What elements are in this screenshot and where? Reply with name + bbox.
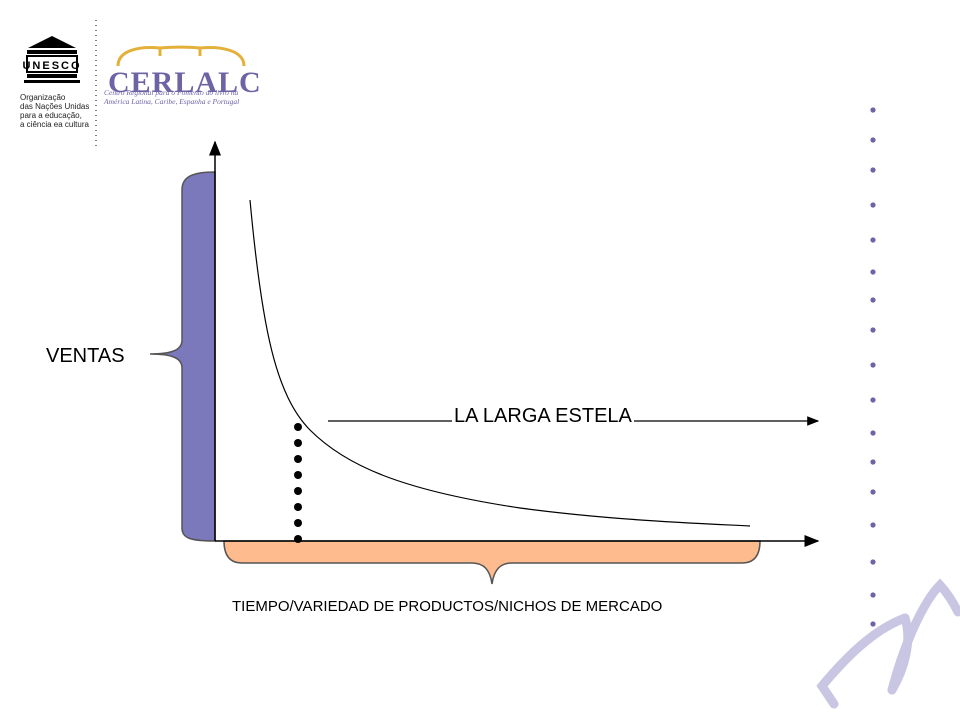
unesco-caption: Organização das Nações Unidas para a edu… xyxy=(20,93,89,129)
decorative-dots xyxy=(870,107,876,627)
unesco-caption-line: das Nações Unidas xyxy=(20,102,90,111)
unesco-caption-line: para a educação, xyxy=(20,111,82,120)
head-bracket xyxy=(149,171,216,542)
cerlalc-logo-text: CERLALC xyxy=(108,66,262,99)
unesco-caption-line: a ciência ea cultura xyxy=(20,120,89,129)
y-axis-label: VENTAS xyxy=(46,345,125,367)
unesco-caption-line: Organização xyxy=(20,93,66,102)
unesco-logo: UNESCO xyxy=(22,36,81,83)
cerlalc-arch-icon xyxy=(116,45,246,67)
long-tail-label: LA LARGA ESTELA xyxy=(452,405,634,428)
tail-bracket xyxy=(223,540,761,585)
cerlalc-caption: Centro Regional para o Fomento do livro … xyxy=(104,88,240,106)
unesco-seal-text: UNESCO xyxy=(22,60,81,72)
x-axis-label: TIEMPO/VARIEDAD DE PRODUCTOS/NICHOS DE M… xyxy=(232,598,663,615)
head-tail-divider xyxy=(294,423,302,543)
decorative-swoosh xyxy=(816,578,960,709)
long-tail-curve xyxy=(249,199,751,527)
